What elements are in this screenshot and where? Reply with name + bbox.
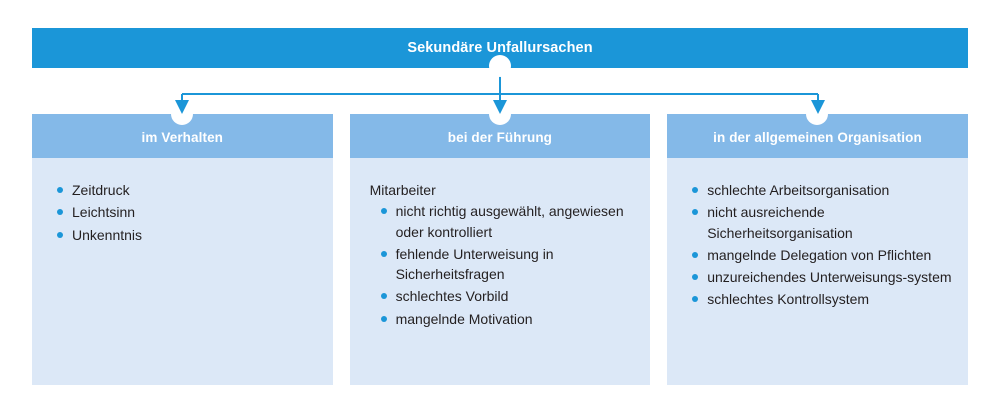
- column-3-connector-notch: [806, 103, 829, 125]
- root-node-label: Sekundäre Unfallursachen: [407, 40, 593, 56]
- list-item: schlechtes Kontrollsystem: [681, 289, 954, 309]
- list-item: unzureichendes Unterweisungs-system: [681, 267, 954, 287]
- list-item: fehlende Unterweisung in Sicherheitsfrag…: [364, 244, 637, 285]
- list-item: schlechtes Vorbild: [364, 286, 637, 306]
- column-3-header-label: in der allgemeinen Organisation: [713, 130, 922, 145]
- list-item: nicht richtig ausgewählt, angewiesen ode…: [364, 201, 637, 242]
- column-2-connector-notch: [488, 103, 511, 125]
- list-item: Zeitdruck: [46, 180, 319, 200]
- column-3-header: in der allgemeinen Organisation: [667, 103, 968, 158]
- column-bei-der-fuehrung: bei der Führung Mitarbeiter nicht richti…: [349, 103, 651, 385]
- column-3-body: schlechte Arbeitsorganisation nicht ausr…: [667, 158, 968, 385]
- column-1-list: Zeitdruck Leichtsinn Unkenntnis: [46, 180, 319, 245]
- column-3-list: schlechte Arbeitsorganisation nicht ausr…: [681, 180, 954, 310]
- list-item: Unkenntnis: [46, 225, 319, 245]
- column-in-der-allgemeinen-organisation: in der allgemeinen Organisation schlecht…: [667, 103, 968, 385]
- column-2-header-label: bei der Führung: [447, 130, 553, 145]
- column-1-body: Zeitdruck Leichtsinn Unkenntnis: [32, 158, 333, 385]
- columns-container: im Verhalten Zeitdruck Leichtsinn Unkenn…: [32, 103, 968, 385]
- root-connector-notch: [489, 55, 511, 77]
- column-2-lead-label: Mitarbeiter: [369, 182, 436, 198]
- list-item: schlechte Arbeitsorganisation: [681, 180, 954, 200]
- column-2-body: Mitarbeiter nicht richtig ausgewählt, an…: [349, 158, 651, 385]
- list-item: Leichtsinn: [46, 202, 319, 222]
- column-2-list: nicht richtig ausgewählt, angewiesen ode…: [364, 201, 637, 329]
- list-item: mangelnde Delegation von Pflichten: [681, 245, 954, 265]
- list-item: mangelnde Motivation: [364, 309, 637, 329]
- column-1-header-label: im Verhalten: [141, 130, 224, 145]
- column-im-verhalten: im Verhalten Zeitdruck Leichtsinn Unkenn…: [32, 103, 333, 385]
- column-1-connector-notch: [171, 103, 194, 125]
- list-item: nicht ausreichende Sicherheitsorganisati…: [681, 202, 954, 243]
- column-2-header: bei der Führung: [349, 103, 651, 158]
- column-1-header: im Verhalten: [32, 103, 333, 158]
